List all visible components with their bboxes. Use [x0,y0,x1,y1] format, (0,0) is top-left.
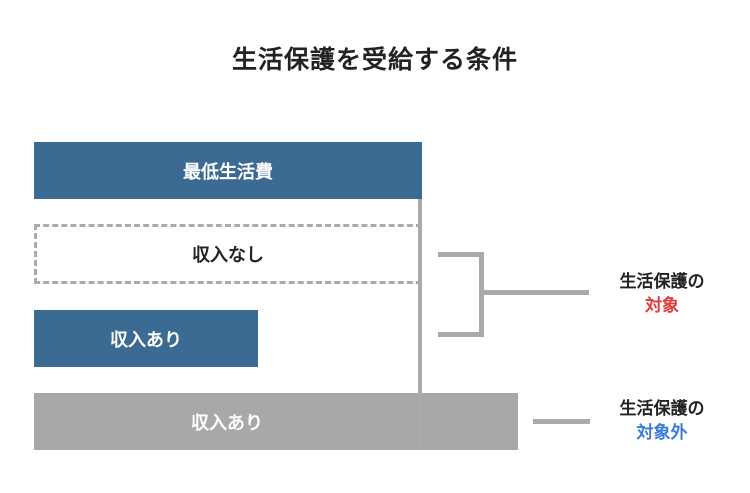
target-label-line1: 生活保護の [619,272,705,292]
income-large-box: 収入あり [34,393,420,450]
income-excess-box [422,393,518,450]
bracket-top-line [438,252,484,257]
diagram-title: 生活保護を受給する条件 [231,45,518,74]
bracket-vertical-line [479,252,484,337]
no-income-box: 収入なし [34,224,422,284]
excluded-label-line2: 対象外 [636,423,688,443]
target-label-line2: 対象 [645,296,679,316]
bracket-bottom-line [438,332,484,337]
minimum-cost-divider-line [418,199,422,450]
income-small-box: 収入あり [34,310,258,367]
bracket-connector-line [484,290,589,295]
excluded-connector-line [533,419,590,424]
excluded-label-line1: 生活保護の [619,399,705,419]
minimum-living-cost-box: 最低生活費 [34,142,422,199]
excluded-label: 生活保護の 対象外 [604,397,720,445]
target-label: 生活保護の 対象 [604,270,720,318]
